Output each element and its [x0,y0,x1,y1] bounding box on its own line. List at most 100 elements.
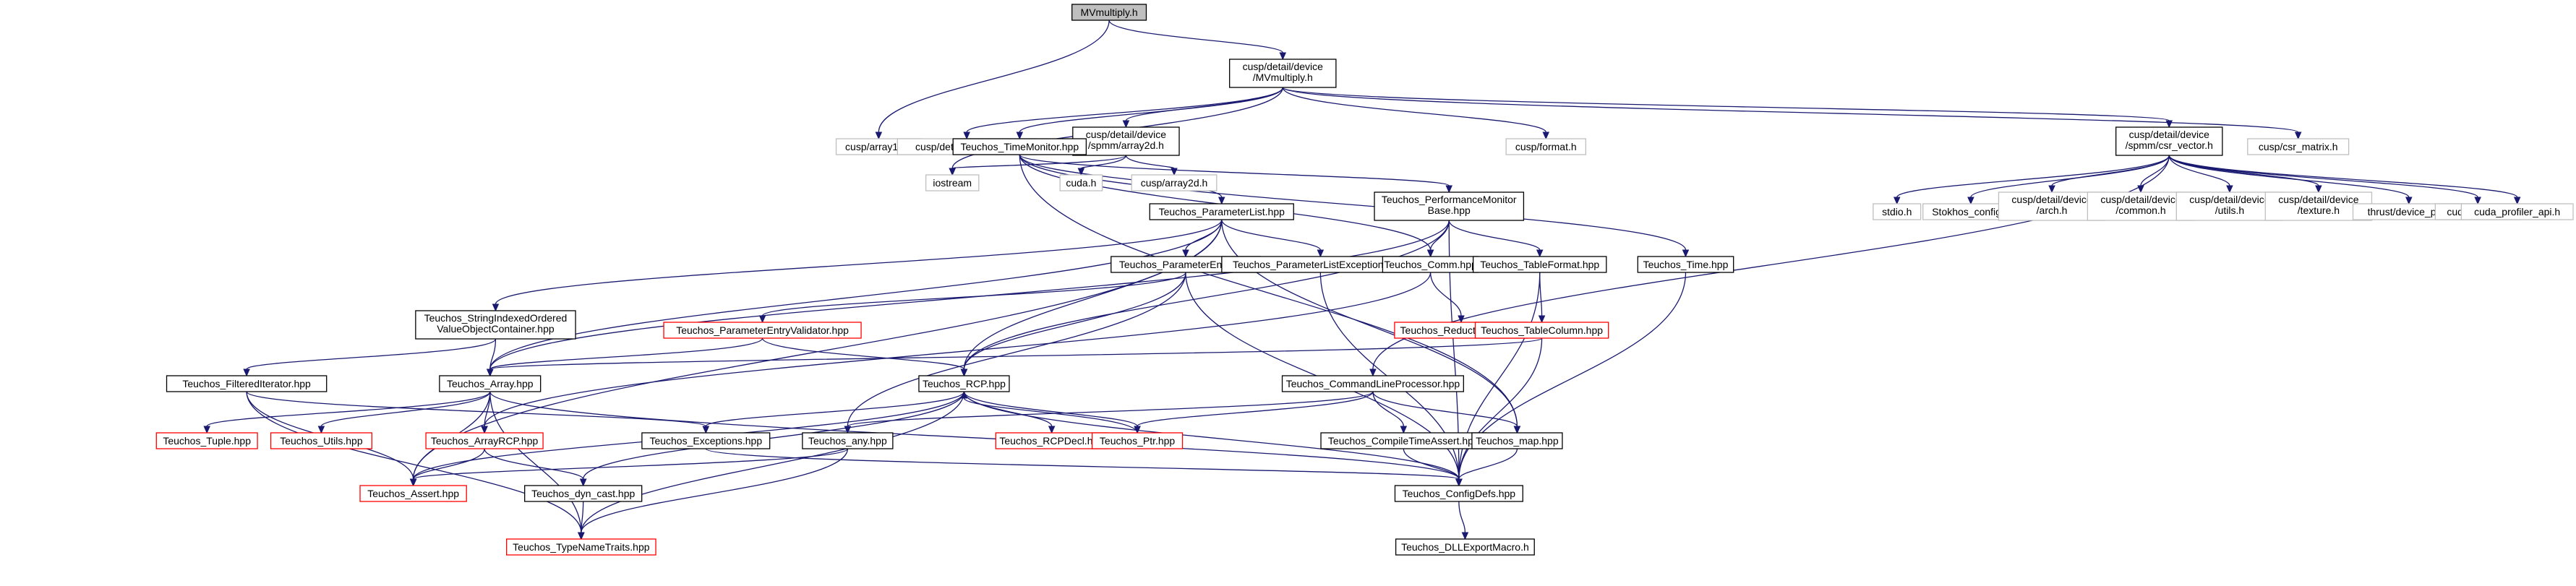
arrowhead [875,132,883,140]
node-teuchos-comm-hpp[interactable]: Teuchos_Comm.hpp [1382,256,1479,273]
node-teuchos-utils-hpp[interactable]: Teuchos_Utils.hpp [270,432,372,449]
node-label: Teuchos_Comm.hpp [1384,259,1477,270]
arrowhead [844,426,852,434]
arrowhead [1455,478,1463,487]
node-box [1131,174,1218,191]
node-label: cusp/detail/device [2189,194,2270,205]
arrowhead [1542,132,1550,140]
node-teuchos-timemonitor-hpp[interactable]: Teuchos_TimeMonitor.hpp [952,138,1087,155]
node-label: thrust/device_ptr.h [2368,206,2450,217]
node-teuchos-rcpdecl-hpp[interactable]: Teuchos_RCPDecl.hpp [995,432,1108,449]
node-stokhos-config-h[interactable]: Stokhos_config.h [1922,203,2019,220]
node-label: cusp/detail/device [1086,129,1167,140]
edge-line [705,448,1460,480]
edge-line [1221,219,1322,251]
arrowhead [758,315,766,324]
edge-teuchos_arrayrcp-to-teuchos_dyncast [484,448,587,487]
node-teuchos-array-hpp[interactable]: Teuchos_Array.hpp [439,375,542,392]
edge-line [1282,87,2170,121]
node-box [802,432,894,449]
edge-teuchos_perfmonitorbase-to-teuchos_comm [1426,220,1450,258]
edge-line [2168,155,2230,186]
edge-teuchos_tablecolumn-to-teuchos_configdefs [1455,337,1543,487]
node-cusp-array2d-h[interactable]: cusp/array2d.h [1131,174,1218,191]
edge-line [847,272,1186,427]
node-box [925,174,980,191]
node-teuchos-stringindexedorderedvalueobjectcontainer-hpp[interactable]: Teuchos_StringIndexedOrderedValueObjectC… [415,310,576,340]
edge-cusp_device_MVmultiply-to-teuchos_timemonitor [1016,87,1283,140]
node-teuchos-tuple-hpp[interactable]: Teuchos_Tuple.hpp [155,432,258,449]
node-teuchos-exceptions-hpp[interactable]: Teuchos_Exceptions.hpp [641,432,771,449]
edge-cusp_spmm_csr_vector-to-cuda_profiler_api [2168,155,2521,205]
edge-teuchos_arrayrcp-to-teuchos_assert [409,448,485,487]
arrowhead [1016,132,1024,140]
node-box [1471,432,1563,449]
edge-line [1372,391,1404,427]
node-teuchos-compiletimeassert-hpp[interactable]: Teuchos_CompileTimeAssert.hpp [1320,432,1487,449]
arrowhead [1171,168,1178,176]
edge-line [963,272,1186,370]
node-box [1395,538,1535,556]
edge-teuchos_array-to-teuchos_tuple [203,391,491,434]
node-teuchos-any-hpp[interactable]: Teuchos_any.hpp [802,432,894,449]
node-box [415,310,576,340]
node-box [663,322,862,339]
node-label: Teuchos_TypeNameTraits.hpp [513,541,650,553]
edge-teuchos_parameterlist-to-teuchos_paramlistexceptions [1221,219,1325,258]
node-iostream[interactable]: iostream [925,174,980,191]
node-cusp-csr-matrix-h[interactable]: cusp/csr_matrix.h [2247,138,2350,155]
node-cuda-h[interactable]: cuda.h [1059,174,1103,191]
edge-line [489,337,763,370]
node-cuda-profiler-api-h[interactable]: cuda_profiler_api.h [2460,203,2574,220]
node-cusp-format-h[interactable]: cusp/format.h [1505,138,1587,155]
node-teuchos-arrayrcp-hpp[interactable]: Teuchos_ArrayRCP.hpp [425,432,544,449]
node-teuchos-tablecolumn-hpp[interactable]: Teuchos_TableColumn.hpp [1474,322,1609,339]
edge-line [963,397,1138,434]
node-teuchos-dyn-cast-hpp[interactable]: Teuchos_dyn_cast.hpp [524,485,643,502]
node-label: Teuchos_PerformanceMonitor [1382,194,1517,205]
edge-line [1458,337,1543,480]
node-label: Teuchos_DLLExportMacro.h [1401,541,1529,553]
edge-line [847,391,1374,427]
node-teuchos-commandlineprocessor-hpp[interactable]: Teuchos_CommandLineProcessor.hpp [1281,375,1464,392]
node-teuchos-time-hpp[interactable]: Teuchos_Time.hpp [1637,256,1734,273]
edge-line [963,391,1138,427]
node-cusp-detail-device-spmm-array2d-h[interactable]: cusp/detail/device/spmm/array2d.h [1072,126,1180,156]
node-teuchos-filterediterator-hpp[interactable]: Teuchos_FilteredIterator.hpp [166,375,328,392]
node-box [1374,191,1525,221]
edge-line [963,220,1450,370]
arrowhead [1458,315,1465,324]
node-teuchos-ptr-hpp[interactable]: Teuchos_Ptr.hpp [1091,432,1184,449]
edge-line [1185,219,1223,251]
node-teuchos-tableformat-hpp[interactable]: Teuchos_TableFormat.hpp [1472,256,1607,273]
node-teuchos-parameterentryvalidator-hpp[interactable]: Teuchos_ParameterEntryValidator.hpp [663,322,862,339]
edge-line [246,391,706,427]
node-teuchos-rcp-hpp[interactable]: Teuchos_RCP.hpp [918,375,1010,392]
node-cusp-detail-device-mvmultiply-h[interactable]: cusp/detail/device/MVmultiply.h [1229,59,1337,88]
node-teuchos-typenametraits-hpp[interactable]: Teuchos_TypeNameTraits.hpp [505,538,656,556]
node-mvmultiply-h[interactable]: MVmultiply.h [1071,4,1147,21]
edge-teuchos_tablecolumn-to-teuchos_array [487,337,1543,377]
arrowhead [1682,249,1690,258]
node-teuchos-assert-hpp[interactable]: Teuchos_Assert.hpp [359,485,467,502]
node-label: Teuchos_ParameterList.hpp [1159,206,1285,217]
node-teuchos-parameterlist-hpp[interactable]: Teuchos_ParameterList.hpp [1149,203,1294,220]
edge-cusp_spmm_array2d-to-cuda_h [1077,155,1127,176]
node-cusp-detail-device-spmm-csr-vector-h[interactable]: cusp/detail/device/spmm/csr_vector.h [2115,126,2223,156]
node-label: cuda_profiler_api.h [2474,206,2560,217]
edge-cusp_spmm_csr_vector-to-stdio_h [1893,155,2170,205]
node-teuchos-map-hpp[interactable]: Teuchos_map.hpp [1471,432,1563,449]
node-teuchos-configdefs-hpp[interactable]: Teuchos_ConfigDefs.hpp [1394,485,1523,502]
edge-cusp_spmm_csr_vector-to-cusp_device_arch [2048,155,2170,194]
node-teuchos-dllexportmacro-h[interactable]: Teuchos_DLLExportMacro.h [1395,538,1535,556]
edge-teuchos_comm-to-teuchos_reductionop [1429,272,1465,324]
arrowhead [960,369,968,377]
node-label: /common.h [2115,204,2165,216]
node-stdio-h[interactable]: stdio.h [1873,203,1922,220]
edge-line [1125,155,1175,169]
edge-teuchos_rcp-to-teuchos_exceptions [702,391,965,434]
node-box [155,432,258,449]
node-label: cusp/detail/device [1243,61,1324,72]
node-label: Teuchos_TableFormat.hpp [1480,259,1599,270]
